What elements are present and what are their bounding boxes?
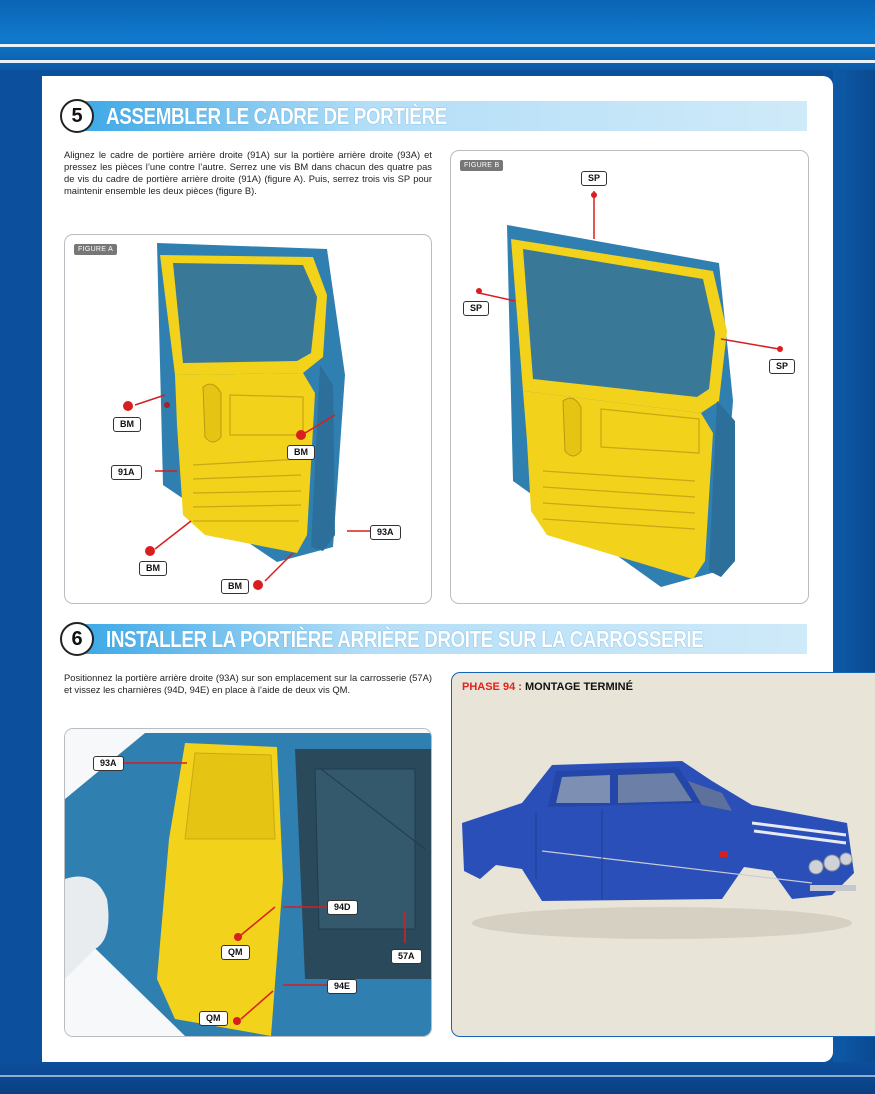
label-bm: BM bbox=[113, 417, 141, 432]
door-assembly-illustration bbox=[476, 191, 783, 587]
label-sp: SP bbox=[463, 301, 490, 316]
instruction-page: 5 ASSEMBLER LE CADRE DE PORTIÈRE Alignez… bbox=[42, 76, 833, 1062]
label-qm: QM bbox=[221, 945, 250, 960]
label-93a: 93A bbox=[370, 525, 401, 540]
heading-bar bbox=[74, 101, 807, 131]
step-6-text: Positionnez la portière arrière droite (… bbox=[64, 672, 432, 695]
header-band bbox=[0, 0, 875, 70]
label-sp: SP bbox=[769, 359, 796, 374]
label-91a: 91A bbox=[111, 465, 142, 480]
figure-tag: FIGURE B bbox=[460, 160, 504, 171]
figure-tag: FIGURE A bbox=[74, 244, 118, 255]
phase-complete-panel: PHASE 94 : MONTAGE TERMINÉ bbox=[451, 672, 875, 1037]
step-number: 6 bbox=[60, 622, 94, 656]
label-bm: BM bbox=[139, 561, 167, 576]
phase-title: PHASE 94 : MONTAGE TERMINÉ bbox=[462, 681, 633, 693]
label-93a: 93A bbox=[93, 756, 124, 771]
figure-b: FIGURE B SP SP SP bbox=[450, 150, 809, 604]
header-stripe bbox=[0, 44, 875, 47]
header-stripe bbox=[0, 60, 875, 63]
footer-stripe bbox=[0, 1075, 875, 1077]
footer-band bbox=[0, 1062, 875, 1094]
step-5-heading: 5 ASSEMBLER LE CADRE DE PORTIÈRE bbox=[60, 99, 807, 133]
label-94d: 94D bbox=[327, 900, 358, 915]
label-bm: BM bbox=[221, 579, 249, 594]
phase-status: MONTAGE TERMINÉ bbox=[524, 681, 633, 693]
step-number: 5 bbox=[60, 99, 94, 133]
label-sp: SP bbox=[581, 171, 608, 186]
figure-door-install: 93A 94D QM 57A 94E QM bbox=[64, 728, 432, 1037]
door-frame-illustration bbox=[123, 243, 373, 590]
label-bm: BM bbox=[287, 445, 315, 460]
label-57a: 57A bbox=[391, 949, 422, 964]
phase-number: PHASE 94 : bbox=[462, 681, 522, 693]
step-5-text: Alignez le cadre de portière arrière dro… bbox=[64, 149, 432, 196]
step-6-heading: 6 INSTALLER LA PORTIÈRE ARRIÈRE DROITE S… bbox=[60, 622, 807, 656]
figure-a: FIGURE A BM BM 91A bbox=[64, 234, 432, 604]
heading-bar bbox=[74, 624, 807, 654]
car-body-illustration bbox=[462, 761, 856, 939]
label-94e: 94E bbox=[327, 979, 358, 994]
label-qm: QM bbox=[199, 1011, 228, 1026]
step-title: ASSEMBLER LE CADRE DE PORTIÈRE bbox=[106, 103, 447, 129]
car-side-illustration bbox=[65, 729, 431, 1036]
step-title: INSTALLER LA PORTIÈRE ARRIÈRE DROITE SUR… bbox=[106, 626, 704, 652]
